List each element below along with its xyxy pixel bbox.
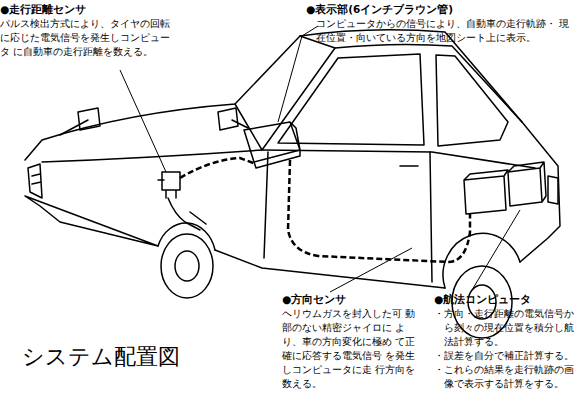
- computer-box-1: [464, 170, 508, 214]
- rear-side-window: [436, 55, 508, 146]
- rear-light: [548, 176, 558, 204]
- wiring-harness: [180, 158, 470, 262]
- front-tire: [161, 234, 213, 298]
- speed-cable: [168, 198, 206, 230]
- computer-box-2: [508, 162, 546, 206]
- leader-line: [120, 70, 166, 172]
- leader-line: [330, 248, 412, 292]
- hood-edge: [42, 150, 262, 162]
- callout-heading: ●表示部(6インチブラウン管): [306, 2, 566, 16]
- leader-line: [278, 26, 318, 122]
- callout-heading: ●航法コンピュータ: [434, 292, 574, 306]
- rear-wheel-arch: [443, 233, 520, 288]
- callout-body: パルス検出方式により、タイヤの回転 に応じた電気信号を発生しコンピュータ に自動…: [0, 17, 178, 59]
- door-handle: [400, 165, 418, 167]
- mirror-left: [60, 108, 100, 135]
- beltline: [262, 150, 535, 168]
- diagram-title: システム配置図: [22, 343, 180, 371]
- mirror-right: [218, 108, 248, 130]
- display-unit: [244, 122, 300, 168]
- bullet-item: ・誤差を自分で補正計算する。: [434, 349, 574, 363]
- callout-body: コンピュータからの信号により、自動車の走行軌跡・ 現在位置・向いている方向を地図…: [316, 17, 572, 45]
- leader-line: [472, 210, 520, 290]
- front-side-window: [278, 54, 424, 145]
- callout-heading: ●方向センサ: [282, 292, 432, 306]
- callout-heading: ●走行距離センサ: [0, 2, 180, 16]
- bullet-item: ・これらの結果を走行軌跡の画 像で表示する計算をする。: [434, 363, 574, 391]
- bullet-item: ・方向・走行距離の電気信号か ら刻々の現在位置を積分し航 法計算する。: [434, 307, 574, 349]
- grille: [28, 164, 42, 198]
- distance-sensor: [158, 172, 180, 198]
- front-hub: [175, 251, 199, 281]
- callout-body: ヘリウムガスを封入した可 動部のない精密ジャイロに より、車の方向変化に極め て…: [282, 307, 416, 391]
